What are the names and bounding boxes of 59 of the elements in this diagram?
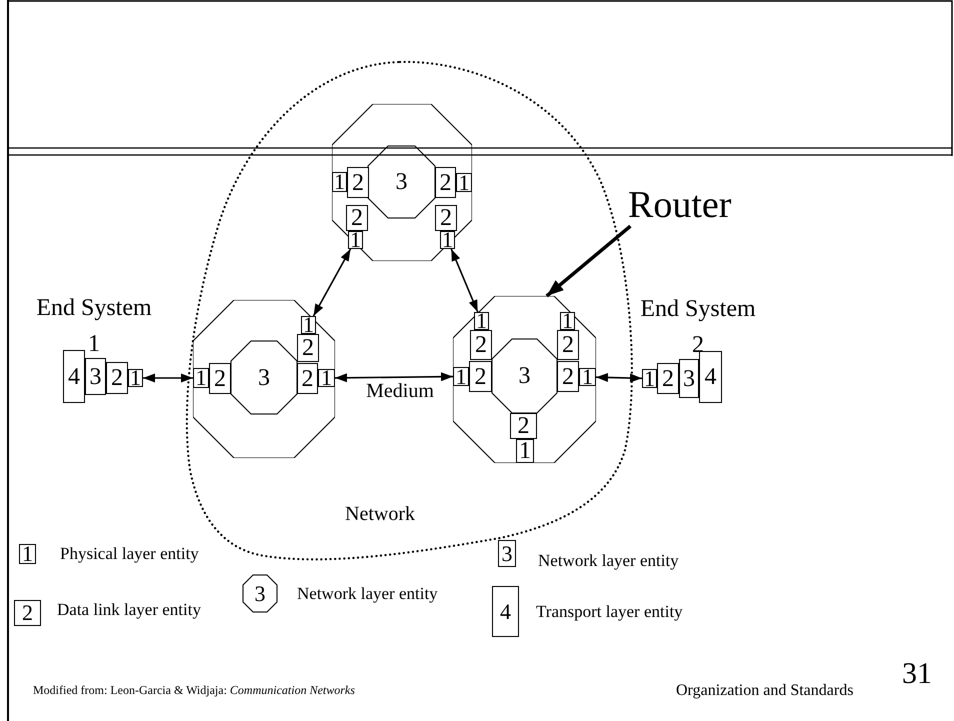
layer-box: 2 [435, 167, 456, 198]
double-arrow [143, 374, 193, 382]
legend-text: Data link layer entity [57, 600, 201, 620]
layer-box: 1 [193, 368, 209, 388]
layer-box: 2 [106, 362, 128, 394]
legend-text: Network layer entity [538, 551, 679, 571]
source-note: Modified from: Leon-Garcia & Widjaja: Communication Networks [33, 684, 355, 698]
page-number: 31 [902, 657, 932, 692]
legend-text: Network layer entity [297, 584, 438, 604]
double-arrow [596, 373, 642, 382]
layer-box: 1 [128, 369, 143, 387]
layer-box: 3 [85, 358, 106, 395]
layer-box: 1 [516, 439, 534, 463]
network-label: Network [344, 503, 416, 526]
layer-box: 2 [346, 205, 368, 231]
layer-box: 1 [453, 367, 469, 386]
layer-box: 2 [470, 330, 492, 360]
layer-box: 1 [456, 173, 472, 192]
layer-box: 1 [560, 312, 575, 330]
layer-box: 2 [297, 363, 318, 394]
layer-box: 2 [297, 334, 319, 362]
legend-text: Physical layer entity [60, 544, 199, 564]
section-title: Organization and Standards [676, 682, 854, 700]
legend-box-key: 2 [14, 600, 41, 626]
router-octagon [193, 300, 335, 458]
router-octagon [453, 296, 596, 463]
network-layer-octagon: 3 [231, 341, 297, 414]
layer-box: 1 [440, 231, 455, 249]
legend-text: Transport layer entity [536, 602, 683, 622]
double-arrow [335, 372, 453, 382]
legend-box-key: 4 [492, 586, 519, 637]
legend-box-key: 3 [498, 540, 516, 567]
legend-octagon-key: 3 [243, 575, 277, 612]
layer-box: 1 [579, 368, 596, 386]
layer-box: 4 [63, 350, 85, 403]
router-octagon [332, 104, 472, 261]
layer-box: 1 [301, 316, 316, 334]
layer-box: 1 [348, 231, 363, 249]
layer-box: 2 [469, 361, 492, 392]
layer-box: 3 [679, 359, 699, 398]
layer-box: 2 [657, 363, 679, 394]
pointer-arrow [546, 224, 632, 298]
layer-box: 1 [642, 369, 657, 388]
layer-box: 2 [557, 361, 579, 392]
layer-box: 2 [557, 330, 579, 360]
layer-box: 2 [347, 167, 369, 198]
double-arrow [312, 248, 352, 316]
double-arrow [450, 248, 478, 312]
legend-box-key: 1 [19, 544, 36, 564]
layer-box: 4 [699, 351, 722, 403]
router-label: Router [628, 183, 750, 227]
layer-box: 2 [510, 413, 537, 439]
network-layer-octagon: 3 [492, 339, 557, 413]
layer-box: 1 [318, 369, 335, 387]
layer-box: 2 [435, 205, 457, 231]
medium-label: Medium [365, 380, 435, 403]
layer-box: 1 [474, 312, 489, 330]
layer-box: 1 [332, 172, 347, 192]
layer-box: 2 [209, 363, 231, 394]
